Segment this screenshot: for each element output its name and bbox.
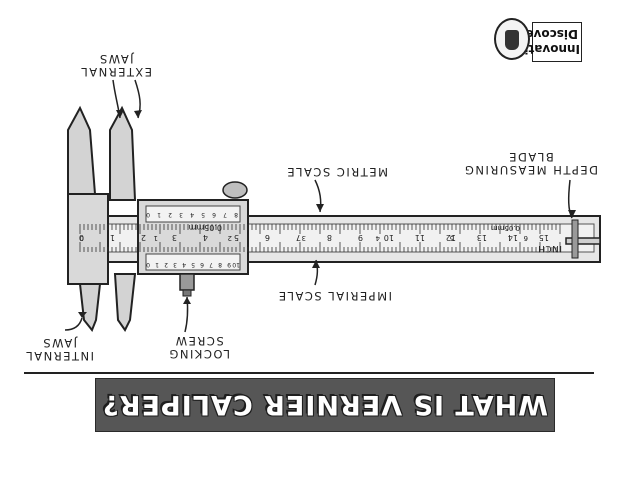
- fixed-jaw-body: [67, 193, 109, 285]
- arrowhead-external-2: [116, 110, 124, 118]
- imperial-scale-number: 2: [227, 234, 232, 242]
- imperial-scale-label: IMPERIAL SCALE: [277, 289, 392, 303]
- depth-blade-line2: BLADE: [507, 150, 554, 164]
- vernier-bottom-number: 1: [157, 211, 161, 218]
- leader-internal: [64, 317, 83, 331]
- external-jaws-label: EXTERNAL JAWS: [79, 52, 152, 79]
- imperial-scale-number: 1: [153, 234, 158, 242]
- imperial-scale-number: 4: [375, 234, 380, 242]
- internal-jaw-fixed: [78, 283, 102, 332]
- vernier-top-number: 5: [191, 261, 195, 268]
- metric-scale-number: 7: [295, 233, 301, 242]
- vernier-window-top: [145, 253, 241, 271]
- vernier-bottom-number: 5: [201, 211, 205, 218]
- metric-scale-number: 10: [383, 233, 394, 242]
- imperial-scale-number: 6: [523, 234, 528, 242]
- metric-scale-number: 14: [507, 233, 518, 242]
- external-jaws-line2: JAWS: [98, 52, 134, 66]
- metric-scale-number: 6: [264, 233, 270, 242]
- locking-screw-line2: SCREW: [174, 334, 224, 348]
- metric-scale-number: 4: [202, 233, 208, 242]
- vernier-window-bottom: [145, 205, 241, 223]
- metric-scale-number: 13: [476, 233, 487, 242]
- vernier-bottom-number: 0: [146, 211, 150, 218]
- title-banner-text: WHAT IS VERNIER CALIPER?: [102, 389, 548, 420]
- vernier-bottom-number: 3: [179, 211, 183, 218]
- brand-logo-icon: [494, 18, 530, 60]
- divider-line: [24, 372, 594, 374]
- vernier-bottom-number: 7: [223, 211, 227, 218]
- inch-unit-label: INCH: [537, 243, 562, 253]
- vernier-top-number: 3: [173, 261, 177, 268]
- imperial-scale-number: 3: [301, 234, 306, 242]
- internal-jaw-sliding: [113, 273, 137, 332]
- arrowhead-screw: [183, 297, 191, 304]
- metric-scale-number: 5: [233, 233, 239, 242]
- vernier-top-number: 10: [232, 261, 240, 268]
- vernier-top-number: 2: [164, 261, 168, 268]
- vernier-bottom-number: 2: [168, 211, 172, 218]
- imperial-scale-number: 0: [79, 234, 84, 242]
- arrowhead-depth: [568, 210, 576, 218]
- arrowhead-external: [134, 110, 142, 118]
- metric-scale-label: METRIC SCALE: [285, 165, 388, 179]
- vernier-bottom-number: 6: [212, 211, 216, 218]
- external-jaw-fixed: [67, 105, 97, 195]
- locking-screw-line1: LOCKING: [167, 347, 230, 361]
- vernier-top-number: 1: [155, 261, 159, 268]
- external-jaws-line1: EXTERNAL: [79, 65, 152, 79]
- vernier-top-number: 8: [218, 261, 222, 268]
- metric-scale-number: 11: [414, 233, 425, 242]
- depth-blade-end: [571, 219, 579, 259]
- vernier-top-number: 0: [146, 261, 150, 268]
- arrowhead-internal: [78, 312, 87, 318]
- vernier-bottom-number: 8: [234, 211, 238, 218]
- title-banner: WHAT IS VERNIER CALIPER?: [95, 378, 555, 432]
- metric-scale-number: 2: [140, 233, 146, 242]
- scale-ticks: [79, 224, 561, 252]
- vernier-top-number: 7: [209, 261, 213, 268]
- vernier-top-number: 4: [182, 261, 186, 268]
- metric-scale-number: 3: [171, 233, 177, 242]
- brand-logo-figure: [505, 30, 519, 50]
- arrowhead-metric: [316, 204, 324, 212]
- vernier-mm-label: 0.05mm: [188, 223, 222, 232]
- beam-mm-label: 0.05mm: [490, 224, 520, 232]
- depth-blade-label: DEPTH MEASURING BLADE: [463, 150, 598, 177]
- internal-jaws-line2: JAWS: [41, 336, 77, 350]
- arrowhead-imperial: [312, 260, 320, 268]
- metric-scale-number: 9: [357, 233, 363, 242]
- external-jaw-sliding: [109, 105, 137, 201]
- vernier-top-number: 6: [200, 261, 204, 268]
- locking-screw-head: [182, 289, 192, 297]
- locking-screw: [179, 273, 195, 291]
- thumb-wheel: [222, 181, 248, 199]
- imperial-scale-number: 5: [449, 234, 454, 242]
- depth-blade-line1: DEPTH MEASURING: [463, 163, 598, 177]
- metric-scale-number: 1: [109, 233, 115, 242]
- internal-jaws-line1: INTERNAL: [24, 349, 94, 363]
- metric-scale-number: 8: [326, 233, 332, 242]
- internal-jaws-label: INTERNAL JAWS: [24, 336, 94, 363]
- vernier-top-number: 9: [227, 261, 231, 268]
- vernier-bottom-number: 4: [190, 211, 194, 218]
- locking-screw-label: LOCKING SCREW: [167, 334, 230, 361]
- depth-blade: [565, 237, 601, 245]
